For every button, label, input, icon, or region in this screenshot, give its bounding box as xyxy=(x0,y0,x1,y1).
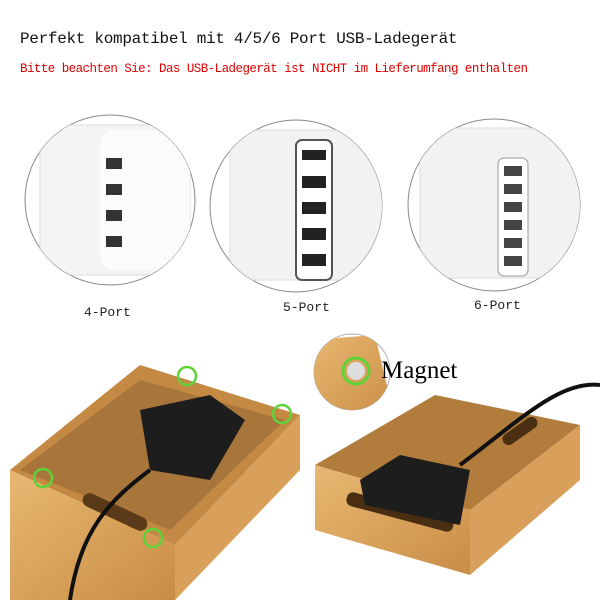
bamboo-box-right-image xyxy=(315,382,600,575)
magnet-callout xyxy=(313,333,391,411)
bamboo-box-left-image xyxy=(10,365,300,600)
page-title: Perfekt kompatibel mit 4/5/6 Port USB-La… xyxy=(20,30,458,48)
charger-4-port-image xyxy=(24,114,196,286)
label-6-port: 6-Port xyxy=(474,298,521,313)
notice-text: Bitte beachten Sie: Das USB-Ladegerät is… xyxy=(20,62,528,76)
charger-5-port-image xyxy=(209,119,383,293)
magnet-icon xyxy=(347,362,365,380)
charger-6-port-image xyxy=(407,118,581,292)
magnet-label: Magnet xyxy=(381,357,458,384)
label-4-port: 4-Port xyxy=(84,305,131,320)
label-5-port: 5-Port xyxy=(283,300,330,315)
highlight-circles xyxy=(32,365,293,549)
